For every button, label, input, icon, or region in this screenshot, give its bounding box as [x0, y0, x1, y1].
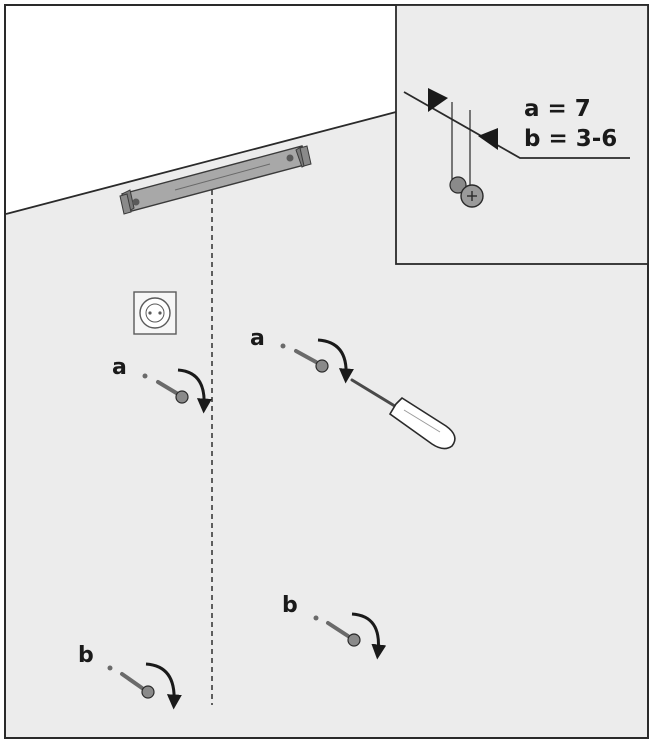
- wall-bracket-icon: [119, 145, 312, 215]
- screw-label-lower-right: b: [282, 593, 298, 618]
- screw-upper-left-icon: [142, 373, 189, 404]
- screw-label-upper-left: a: [112, 355, 127, 380]
- inset-screw-icon: [449, 176, 484, 208]
- power-socket-icon: [133, 291, 177, 335]
- screwdriver-icon: [350, 378, 456, 450]
- dimension-marker-b-icon: [478, 128, 498, 150]
- rotation-arrow-lower-right-icon: [351, 612, 387, 660]
- screw-label-lower-left: b: [78, 643, 94, 668]
- inset-detail: a = 7 b = 3-6: [395, 4, 649, 265]
- rotation-arrow-upper-right-icon: [317, 338, 354, 384]
- rotation-arrow-lower-left-icon: [145, 662, 182, 710]
- wall-surface: [6, 112, 647, 737]
- inset-label-b: b = 3-6: [524, 126, 617, 152]
- rotation-arrow-upper-left-icon: [177, 368, 212, 414]
- inset-label-a: a = 7: [524, 96, 591, 122]
- screw-label-upper-right: a: [250, 326, 265, 351]
- screw-lower-left-icon: [107, 665, 155, 699]
- dimension-marker-a-icon: [428, 88, 448, 112]
- ceiling-line: [5, 111, 397, 215]
- screw-upper-right-icon: [280, 343, 329, 373]
- screw-lower-right-icon: [313, 615, 361, 647]
